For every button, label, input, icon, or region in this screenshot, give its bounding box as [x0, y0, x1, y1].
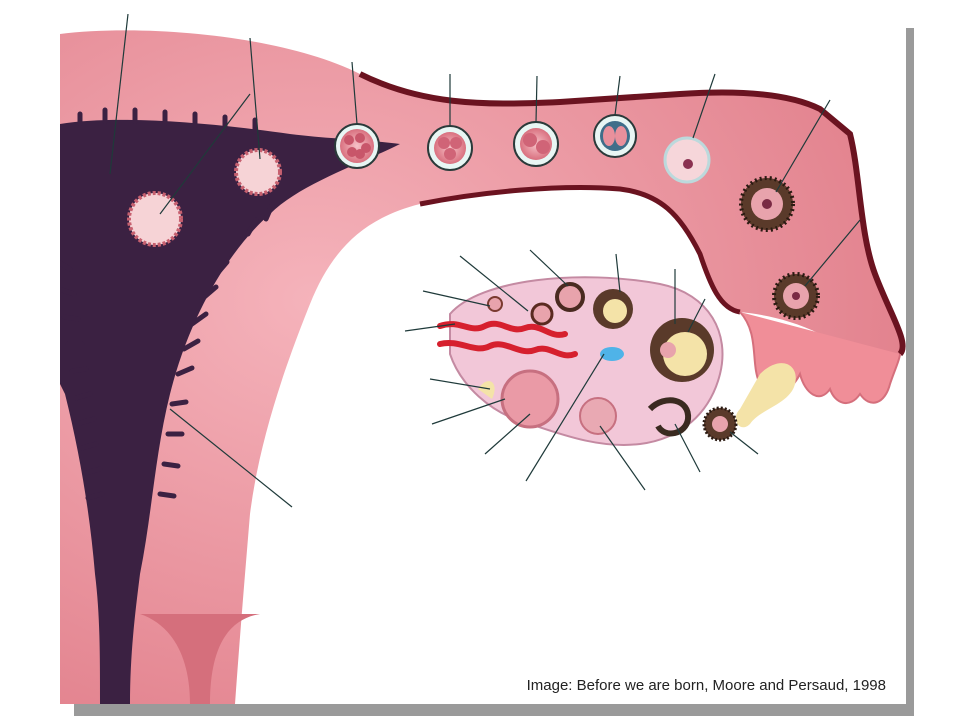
- fertilization: [739, 176, 795, 232]
- secondary-follicle: [555, 282, 585, 312]
- mature-follicle: [650, 318, 714, 382]
- image-credit-caption: Image: Before we are born, Moore and Per…: [526, 677, 886, 694]
- endometrial-glands: [60, 107, 275, 501]
- vesicular-follicle: [593, 289, 633, 329]
- secondary-oocyte-in-tube: [772, 272, 820, 320]
- blue-fluid: [600, 347, 624, 361]
- morula: [334, 123, 380, 169]
- cervix: [140, 614, 260, 704]
- eight-cell-stage: [427, 125, 473, 171]
- slide: Image: Before we are born, Moore and Per…: [60, 14, 906, 704]
- four-cell-stage: [513, 121, 559, 167]
- corpus-luteum: [500, 369, 560, 429]
- released-oocyte-stalk: [478, 381, 495, 399]
- two-cell-stage: [593, 114, 637, 158]
- ovarian-blood-vessels: [437, 320, 578, 359]
- ruptured-follicle: [647, 397, 692, 437]
- primary-follicle: [530, 302, 554, 326]
- uterine-lumen: [60, 119, 400, 704]
- ovary: [437, 276, 724, 446]
- blastocyst-implanting: [127, 191, 183, 247]
- early-blastocyst: [234, 148, 282, 196]
- ovulated-fluid: [735, 363, 796, 428]
- zygote: [663, 136, 711, 184]
- ovulated-oocyte: [702, 406, 738, 442]
- tube-wall: [358, 71, 906, 357]
- leader-lines: [109, 14, 861, 508]
- corpus-albicans: [579, 397, 617, 435]
- primordial-follicle: [487, 296, 503, 312]
- reproductive-tract-diagram: [60, 14, 906, 704]
- tube-wall-lower: [419, 184, 741, 315]
